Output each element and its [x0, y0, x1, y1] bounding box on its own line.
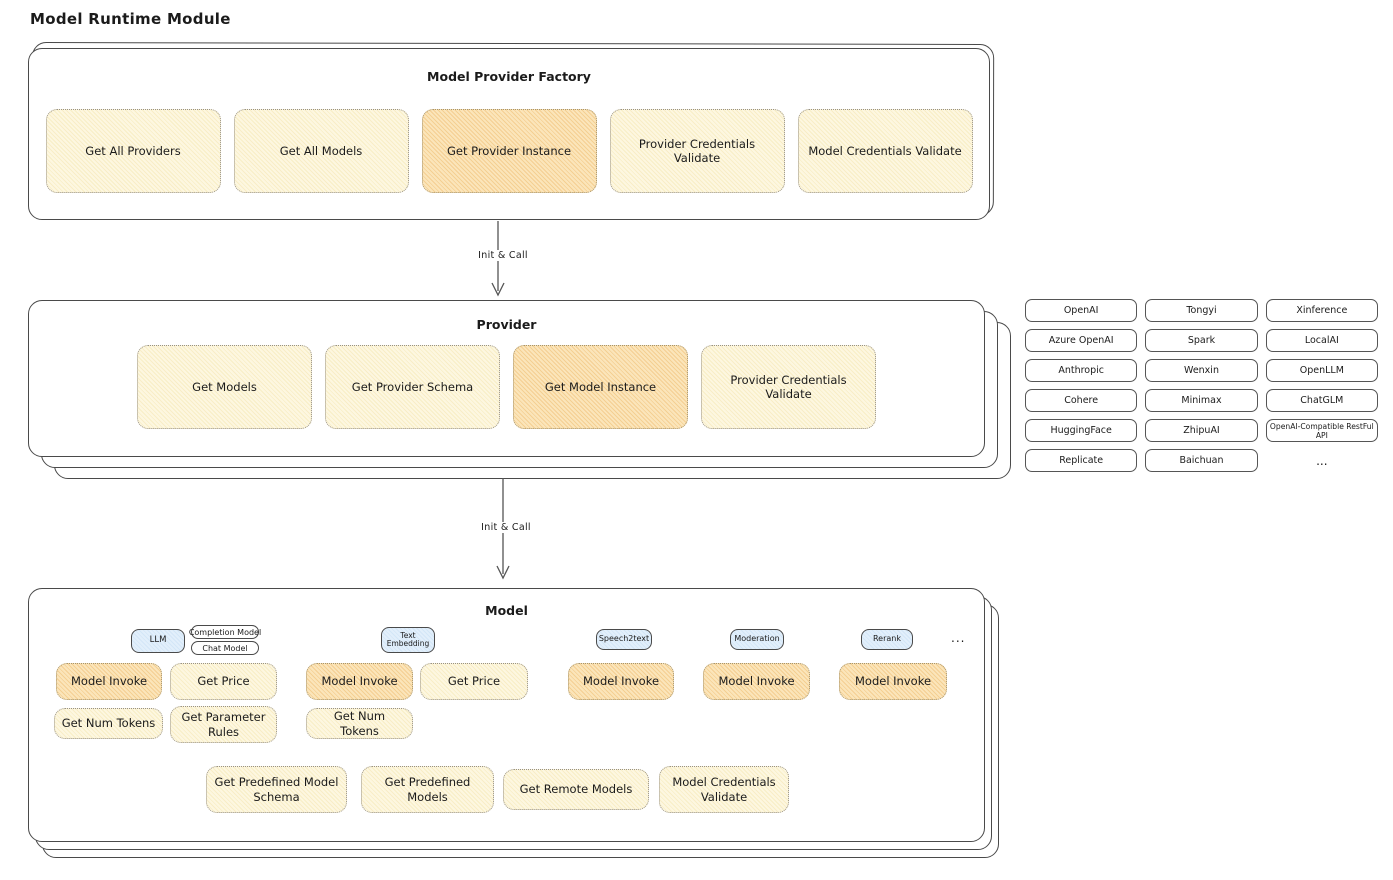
chip-openai-compatible-restful-api: OpenAI-Compatible RestFul API [1265, 419, 1378, 442]
chip-llm: LLM [131, 629, 185, 653]
chip-tongyi: Tongyi [1145, 299, 1258, 322]
chip-minimax: Minimax [1145, 389, 1258, 412]
node-get-all-models: Get All Models [233, 109, 409, 193]
node-rerank-model-invoke: Model Invoke [839, 663, 947, 700]
chip-anthropic: Anthropic [1025, 359, 1138, 382]
node-model-credentials-validate: Model Credentials Validate [797, 109, 973, 193]
chip-speech2text: Speech2text [596, 629, 652, 650]
chip-text-embedding: Text Embedding [381, 627, 435, 653]
chip-xinference: Xinference [1265, 299, 1378, 322]
model-types-ellipsis: ... [951, 631, 966, 645]
node-provider-credentials-validate: Provider Credentials Validate [609, 109, 785, 193]
factory-title: Model Provider Factory [427, 69, 591, 84]
node-get-remote-models: Get Remote Models [503, 769, 649, 810]
node-llm-get-num-tokens: Get Num Tokens [54, 708, 163, 739]
provider-chips-grid: OpenAI Tongyi Xinference Azure OpenAI Sp… [1025, 299, 1378, 472]
node-embedding-model-invoke: Model Invoke [306, 663, 413, 700]
node-llm-get-price: Get Price [170, 663, 277, 700]
node-get-provider-schema: Get Provider Schema [325, 345, 500, 429]
chip-azure-openai: Azure OpenAI [1025, 329, 1138, 352]
node-get-model-instance: Get Model Instance [513, 345, 688, 429]
chip-cohere: Cohere [1025, 389, 1138, 412]
arrow1-label: Init & Call [462, 250, 544, 261]
node-embedding-get-price: Get Price [420, 663, 528, 700]
model-box: Model LLM Completion Model Chat Model Te… [28, 588, 999, 858]
chip-localai: LocalAI [1265, 329, 1378, 352]
provider-box: Provider Get Models Get Provider Schema … [28, 300, 1011, 479]
node-get-all-providers: Get All Providers [45, 109, 221, 193]
node-get-models: Get Models [137, 345, 312, 429]
chip-zhipuai: ZhipuAI [1145, 419, 1258, 442]
chip-baichuan: Baichuan [1145, 449, 1258, 472]
chip-replicate: Replicate [1025, 449, 1138, 472]
node-get-predefined-model-schema: Get Predefined Model Schema [206, 766, 347, 813]
node-get-predefined-models: Get Predefined Models [361, 766, 494, 813]
factory-box: Model Provider Factory Get All Providers… [28, 41, 995, 220]
chip-openai: OpenAI [1025, 299, 1138, 322]
node-embedding-get-num-tokens: Get Num Tokens [306, 708, 413, 739]
node-model-credentials-validate-2: Model Credentials Validate [659, 766, 789, 813]
chip-openllm: OpenLLM [1265, 359, 1378, 382]
node-provider-credentials-validate-2: Provider Credentials Validate [701, 345, 876, 429]
chip-spark: Spark [1145, 329, 1258, 352]
chip-wenxin: Wenxin [1145, 359, 1258, 382]
node-get-provider-instance: Get Provider Instance [421, 109, 597, 193]
provider-grid-ellipsis: ... [1316, 453, 1328, 468]
node-speech2text-model-invoke: Model Invoke [568, 663, 674, 700]
node-llm-model-invoke: Model Invoke [56, 663, 162, 700]
chip-rerank: Rerank [861, 629, 913, 650]
page-title: Model Runtime Module [30, 10, 231, 28]
chip-chatglm: ChatGLM [1265, 389, 1378, 412]
chip-chat-model: Chat Model [191, 641, 259, 655]
chip-completion-model: Completion Model [189, 625, 261, 639]
node-llm-get-parameter-rules: Get Parameter Rules [170, 706, 277, 743]
model-title: Model [485, 603, 528, 618]
arrow2-label: Init & Call [465, 522, 547, 533]
chip-moderation: Moderation [730, 629, 784, 650]
node-moderation-model-invoke: Model Invoke [703, 663, 810, 700]
chip-huggingface: HuggingFace [1025, 419, 1138, 442]
provider-title: Provider [476, 317, 537, 332]
